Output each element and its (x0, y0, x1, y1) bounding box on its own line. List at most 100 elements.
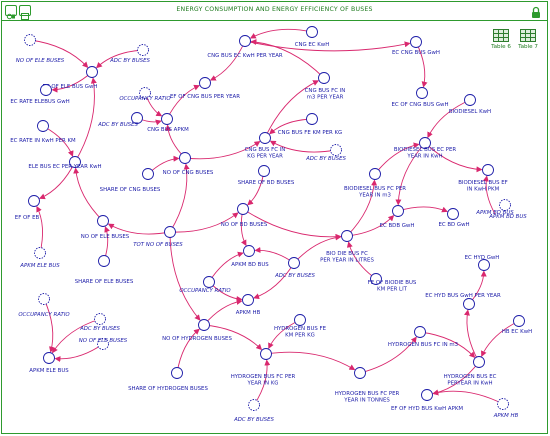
node-circle[interactable] (97, 215, 109, 227)
node-circle[interactable] (34, 247, 46, 259)
node-circle[interactable] (410, 36, 422, 48)
node-cng-apkm[interactable]: CNG BUS APKM (147, 113, 189, 134)
node-adc-bus-6[interactable]: ADC BY BUSES (233, 399, 274, 424)
node-no-ele-buses-1[interactable]: NO OF ELE BUSES (16, 34, 65, 65)
node-ec-hyd-gwh[interactable]: EC HYD GwH (465, 255, 500, 271)
node-apkm-bd-bus-1[interactable]: APKM BD BUS (488, 199, 527, 221)
node-ec-rate-elebus[interactable]: EC RATE ELEBUS GwH (10, 84, 70, 106)
node-circle[interactable] (306, 26, 318, 38)
node-circle[interactable] (97, 338, 109, 350)
node-circle[interactable] (464, 94, 476, 106)
node-hyd-fc-m3[interactable]: HYDROGEN BUS FC IN m3 (388, 326, 458, 349)
node-share-ele[interactable]: SHARE OF ELE BUSES (75, 255, 134, 286)
node-circle[interactable] (341, 230, 353, 242)
node-circle[interactable] (199, 77, 211, 89)
node-circle[interactable] (203, 276, 215, 288)
node-circle[interactable] (288, 257, 300, 269)
node-ef-eb[interactable]: EF OF EB (15, 195, 40, 222)
node-circle[interactable] (86, 66, 98, 78)
node-no-cng-buses[interactable]: NO OF CNG BUSES (163, 152, 214, 177)
node-apkm-bd-bus-2[interactable]: APKM BD BUS (231, 245, 269, 269)
node-circle[interactable] (330, 144, 342, 156)
node-circle[interactable] (370, 273, 382, 285)
node-ec-ele-bus[interactable]: EC OF ELE BUS GwH (43, 66, 98, 91)
node-circle[interactable] (37, 120, 49, 132)
node-circle[interactable] (248, 399, 260, 411)
node-circle[interactable] (447, 208, 459, 220)
node-circle[interactable] (482, 164, 494, 176)
node-ec-rate-kwh-km[interactable]: EC RATE IN KwH PER KM (10, 120, 76, 145)
node-cng-fe-km[interactable]: CNG BUS FE KM PER KG (278, 113, 342, 137)
node-adc-bus-3[interactable]: ADC BY BUSES (305, 144, 346, 163)
node-circle[interactable] (421, 389, 433, 401)
node-circle[interactable] (414, 326, 426, 338)
node-ef-hyd-bus[interactable]: EF OF HYD BUS KwH APKM (391, 389, 463, 413)
node-ec-cng-per-year[interactable]: EF OF CNG BUS PER YEAR (170, 77, 240, 101)
node-circle[interactable] (294, 314, 306, 326)
node-circle[interactable] (24, 34, 36, 46)
node-circle[interactable] (69, 156, 81, 168)
node-ec-hyd-bus-gwh[interactable]: EC HYD BUS GwH PER YEAR (425, 293, 501, 310)
node-circle[interactable] (419, 137, 431, 149)
node-no-ele-buses-3[interactable]: NO OF ELE BUSES (79, 338, 128, 350)
node-circle[interactable] (161, 113, 173, 125)
node-circle[interactable] (499, 199, 511, 211)
node-circle[interactable] (242, 294, 254, 306)
node-occ-ratio-2[interactable]: OCCUPANCY RATIO (179, 276, 231, 295)
node-adc-bus-1[interactable]: ADC BY BUSES (109, 44, 150, 65)
node-ec-cng-gwh[interactable]: EC CNG BUS GwH (392, 36, 440, 57)
node-circle[interactable] (258, 165, 270, 177)
node-circle[interactable] (259, 132, 271, 144)
node-circle[interactable] (369, 168, 381, 180)
node-circle[interactable] (43, 352, 55, 364)
node-circle[interactable] (171, 367, 183, 379)
window-icon[interactable] (19, 5, 31, 20)
node-adc-bus-5[interactable]: ADC BY BUSES (79, 313, 120, 333)
node-tot-no-buses[interactable]: TOT NO OF BUSES (133, 226, 183, 249)
node-circle[interactable] (98, 255, 110, 267)
node-circle[interactable] (473, 356, 485, 368)
node-circle[interactable] (463, 298, 475, 310)
node-no-hyd-buses[interactable]: NO OF HYDROGEN BUSES (162, 319, 232, 343)
node-circle[interactable] (306, 113, 318, 125)
node-no-ele-buses-2[interactable]: NO OF ELE BUSES (81, 215, 130, 241)
node-circle[interactable] (137, 44, 149, 56)
node-circle[interactable] (237, 203, 249, 215)
node-circle[interactable] (497, 398, 509, 410)
node-share-hyd[interactable]: SHARE OF HYDROGEN BUSES (128, 367, 208, 393)
table-6-button[interactable]: Table 6 (490, 29, 512, 50)
node-no-bd-buses[interactable]: NO OF BD BUSES (221, 203, 268, 229)
node-circle[interactable] (260, 348, 272, 360)
node-circle[interactable] (164, 226, 176, 238)
node-circle[interactable] (239, 35, 251, 47)
node-cng-ec-kwh-per-year[interactable]: CNG BUS EC KwH PER YEAR (207, 35, 283, 60)
node-circle[interactable] (198, 319, 210, 331)
node-circle[interactable] (28, 195, 40, 207)
node-circle[interactable] (354, 367, 366, 379)
node-circle[interactable] (179, 152, 191, 164)
node-apkm-hb-1[interactable]: APKM HB (236, 294, 261, 317)
node-circle[interactable] (131, 112, 143, 124)
node-circle[interactable] (142, 168, 154, 180)
node-occ-ratio-1[interactable]: OCCUPANCY RATIO (119, 87, 171, 103)
node-circle[interactable] (38, 293, 50, 305)
node-apkm-ele-bus-2[interactable]: APKM ELE BUS (29, 352, 69, 375)
node-circle[interactable] (243, 245, 255, 257)
model-icon[interactable] (5, 5, 17, 20)
node-circle[interactable] (416, 87, 428, 99)
node-ec-bdb-gwh[interactable]: EC BDB GwH (380, 205, 415, 230)
node-adc-bus-4[interactable]: ADC BY BUSES (274, 257, 315, 280)
node-ec-of-cng-gwh[interactable]: EC OF CNG BUS GwH (391, 87, 449, 109)
node-ele-bus-ec-year[interactable]: ELE BUS EC PER YEAR KwH (28, 156, 102, 171)
node-circle[interactable] (94, 313, 106, 325)
node-circle[interactable] (318, 72, 330, 84)
